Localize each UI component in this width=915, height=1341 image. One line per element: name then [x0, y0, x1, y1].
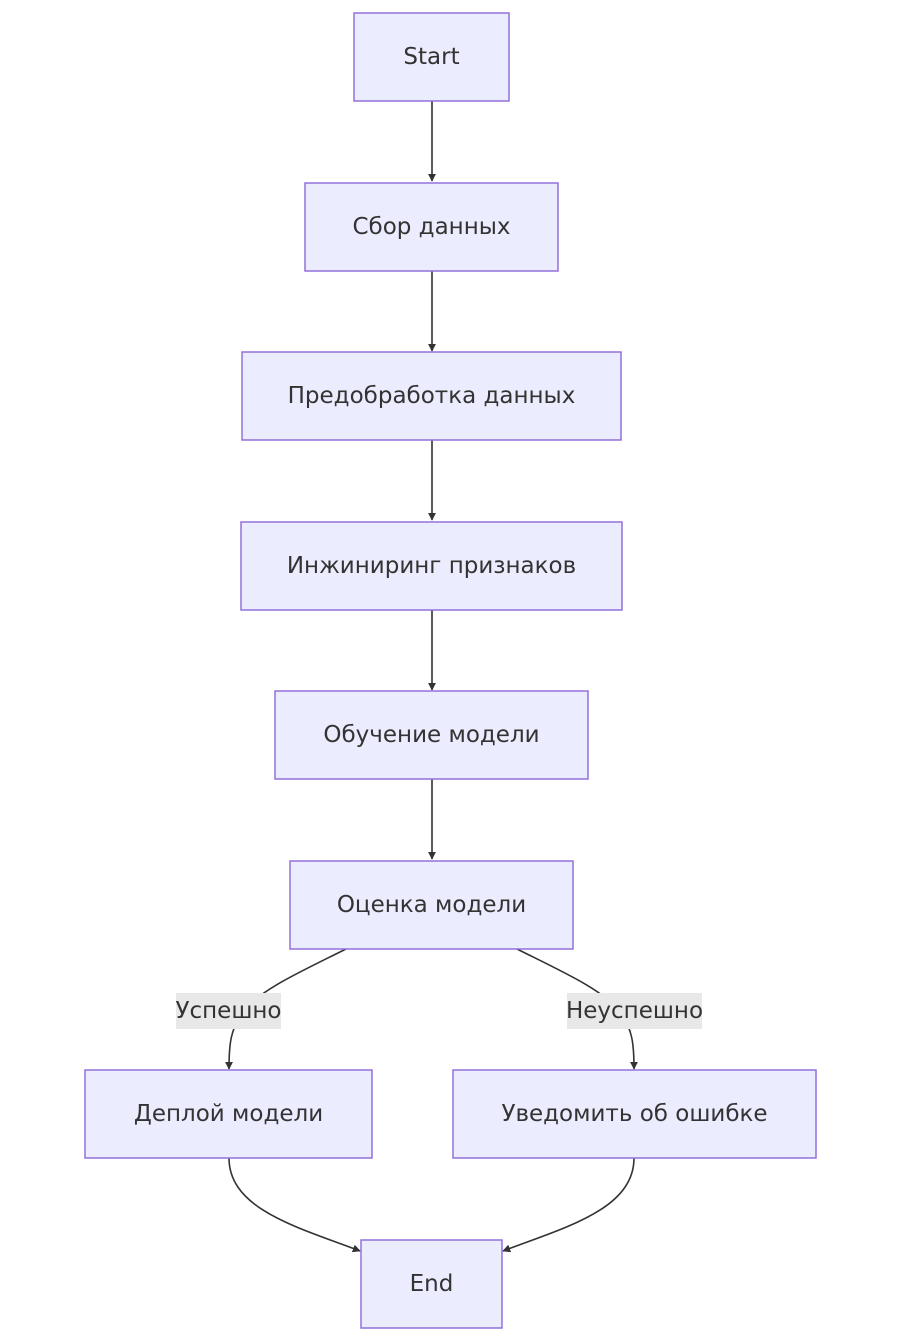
- node-train-label: Обучение модели: [323, 722, 539, 748]
- edge-label-success: Успешно: [175, 993, 282, 1029]
- node-features-label: Инжиниринг признаков: [287, 553, 576, 579]
- node-collect: Сбор данных: [304, 182, 559, 272]
- node-deploy-label: Деплой модели: [134, 1101, 323, 1127]
- edge-label-failure: Неуспешно: [566, 993, 703, 1029]
- node-features: Инжиниринг признаков: [240, 521, 623, 611]
- node-deploy: Деплой модели: [84, 1069, 373, 1159]
- edge-label-failure-text: Неуспешно: [566, 998, 703, 1024]
- node-collect-label: Сбор данных: [352, 214, 510, 240]
- node-evaluate-label: Оценка модели: [337, 892, 526, 918]
- node-end-label: End: [410, 1271, 454, 1297]
- node-preprocess-label: Предобработка данных: [288, 383, 576, 409]
- node-notify-label: Уведомить об ошибке: [501, 1101, 767, 1127]
- node-start-label: Start: [403, 44, 459, 70]
- node-start: Start: [353, 12, 510, 102]
- node-evaluate: Оценка модели: [289, 860, 574, 950]
- node-notify: Уведомить об ошибке: [452, 1069, 817, 1159]
- edge-label-success-text: Успешно: [175, 998, 281, 1024]
- node-preprocess: Предобработка данных: [241, 351, 622, 441]
- node-end: End: [360, 1239, 503, 1329]
- edge-deploy-end: [228, 1157, 361, 1253]
- node-train: Обучение модели: [274, 690, 589, 780]
- edge-notify-end: [502, 1157, 635, 1253]
